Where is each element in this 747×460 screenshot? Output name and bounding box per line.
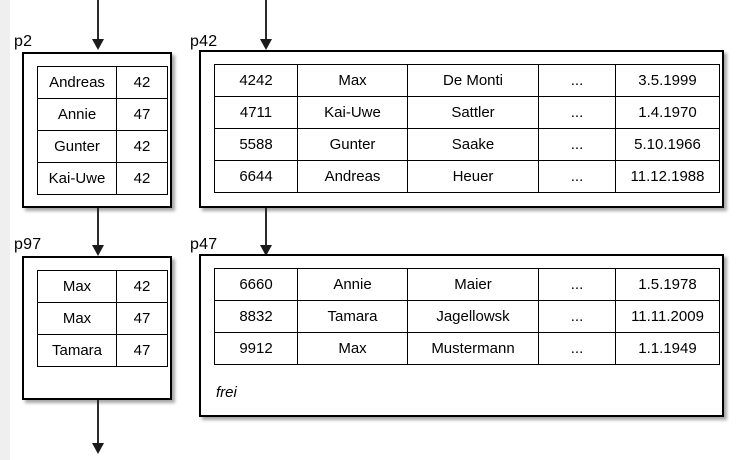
table-p47: 6660 Annie Maier ... 1.5.1978 8832 Tamar… [214,268,720,365]
arrow-p42-to-p47 [260,208,272,256]
table-row: 6644 Andreas Heuer ... 11.12.1988 [214,160,720,193]
cell-last-name: Saake [407,128,539,161]
page-label-p2: p2 [14,33,33,50]
table-row: Max 42 [37,270,168,303]
cell-last-name: Sattler [407,96,539,129]
cell-first-name: Annie [297,268,408,301]
cell-name: Max [37,302,117,335]
page-box-p97: Max 42 Max 47 Tamara 47 [22,256,172,400]
cell-name: Gunter [37,130,117,163]
cell-first-name: Tamara [297,300,408,333]
cell-last-name: De Monti [407,64,539,97]
cell-id: 6660 [214,268,298,301]
cell-date: 1.5.1978 [615,268,720,301]
table-row: 5588 Gunter Saake ... 5.10.1966 [214,128,720,161]
cell-bucket: 42 [116,66,168,99]
table-p2: Andreas 42 Annie 47 Gunter 42 Kai-Uwe 42 [37,66,168,195]
arrow-into-p2 [92,0,104,50]
page-label-p97: p97 [14,236,42,253]
cell-name: Max [37,270,117,303]
cell-last-name: Heuer [407,160,539,193]
table-row: 4242 Max De Monti ... 3.5.1999 [214,64,720,97]
cell-id: 9912 [214,332,298,365]
page-label-p42: p42 [190,33,218,50]
cell-date: 1.1.1949 [615,332,720,365]
cell-first-name: Andreas [297,160,408,193]
cell-first-name: Max [297,332,408,365]
cell-bucket: 42 [116,130,168,163]
page-label-p47: p47 [190,236,218,253]
cell-id: 8832 [214,300,298,333]
table-row: Gunter 42 [37,130,168,163]
cell-date: 11.11.2009 [615,300,720,333]
cell-more: ... [538,332,616,365]
cell-date: 3.5.1999 [615,64,720,97]
arrow-p97-to-below [92,400,104,456]
cell-more: ... [538,268,616,301]
table-row: 9912 Max Mustermann ... 1.1.1949 [214,332,720,365]
cell-id: 5588 [214,128,298,161]
cell-date: 1.4.1970 [615,96,720,129]
cell-name: Kai-Uwe [37,162,117,195]
cell-last-name: Mustermann [407,332,539,365]
table-row: 4711 Kai-Uwe Sattler ... 1.4.1970 [214,96,720,129]
table-row: Tamara 47 [37,334,168,367]
cell-first-name: Kai-Uwe [297,96,408,129]
table-row: Andreas 42 [37,66,168,99]
arrow-into-p42 [260,0,272,50]
cell-first-name: Gunter [297,128,408,161]
cell-more: ... [538,96,616,129]
cell-first-name: Max [297,64,408,97]
cell-bucket: 47 [116,334,168,367]
cell-date: 11.12.1988 [615,160,720,193]
table-row: 6660 Annie Maier ... 1.5.1978 [214,268,720,301]
table-row: Kai-Uwe 42 [37,162,168,195]
cell-name: Andreas [37,66,117,99]
cell-bucket: 42 [116,162,168,195]
arrow-p2-to-p97 [92,208,104,256]
free-space-label: frei [216,384,237,401]
cell-more: ... [538,160,616,193]
cell-name: Tamara [37,334,117,367]
cell-bucket: 47 [116,98,168,131]
cell-more: ... [538,64,616,97]
cell-more: ... [538,128,616,161]
page-box-p42: 4242 Max De Monti ... 3.5.1999 4711 Kai-… [199,50,724,208]
cell-id: 4242 [214,64,298,97]
cell-id: 4711 [214,96,298,129]
cell-date: 5.10.1966 [615,128,720,161]
cell-bucket: 42 [116,270,168,303]
table-row: Max 47 [37,302,168,335]
cell-id: 6644 [214,160,298,193]
table-row: Annie 47 [37,98,168,131]
cell-last-name: Jagellowsk [407,300,539,333]
cell-bucket: 47 [116,302,168,335]
page-box-p2: Andreas 42 Annie 47 Gunter 42 Kai-Uwe 42 [22,52,172,208]
table-row: 8832 Tamara Jagellowsk ... 11.11.2009 [214,300,720,333]
cell-last-name: Maier [407,268,539,301]
cell-name: Annie [37,98,117,131]
table-p97: Max 42 Max 47 Tamara 47 [37,270,168,367]
cell-more: ... [538,300,616,333]
page-margin-strip [0,0,10,460]
page-box-p47: 6660 Annie Maier ... 1.5.1978 8832 Tamar… [199,254,724,417]
table-p42: 4242 Max De Monti ... 3.5.1999 4711 Kai-… [214,64,720,193]
